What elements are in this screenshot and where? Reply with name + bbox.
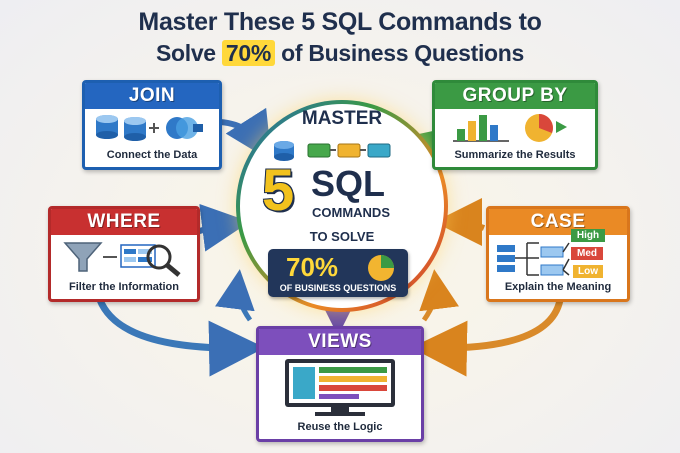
card-group-by-caption: Summarize the Results <box>454 149 576 161</box>
case-label-med: Med <box>571 247 603 260</box>
pie-chart-icon <box>368 255 394 281</box>
title-line-2: Solve 70% of Business Questions <box>0 40 680 67</box>
card-where-title: WHERE <box>51 209 197 235</box>
card-views-caption: Reuse the Logic <box>297 421 383 433</box>
card-case: CASE High Med Low Explain the Meaning <box>486 206 630 302</box>
arrow-case-views <box>411 299 564 377</box>
center-percent: 70% <box>286 252 339 282</box>
arrow-case <box>434 198 486 247</box>
title-highlight: 70% <box>221 40 276 66</box>
case-label-high: High <box>571 229 605 242</box>
card-views: VIEWS Reuse the Logic <box>256 326 424 442</box>
card-join: JOIN Connect the Data <box>82 80 222 170</box>
funnel-icon <box>63 242 181 277</box>
card-join-title: JOIN <box>85 83 219 109</box>
case-label-low: Low <box>573 265 603 278</box>
center-sql: SQL <box>311 163 386 204</box>
title-post: of Business Questions <box>275 40 525 66</box>
card-where-caption: Filter the Information <box>69 281 179 293</box>
center-five: 5 <box>262 158 295 223</box>
center-business-questions: OF BUSINESS QUESTIONS <box>279 283 397 293</box>
center-master-label: MASTER <box>301 108 383 129</box>
database-icon <box>96 115 203 141</box>
title-line-1: Master These 5 SQL Commands to <box>138 8 542 36</box>
arrow-views-center-left <box>215 269 255 322</box>
card-group-by: GROUP BY Summarize the Results <box>432 80 598 170</box>
database-icon <box>274 141 294 161</box>
card-join-caption: Connect the Data <box>106 149 198 161</box>
bar-chart-icon <box>453 114 567 142</box>
card-views-title: VIEWS <box>259 329 421 355</box>
monitor-icon <box>285 359 395 416</box>
card-case-title: CASE <box>489 209 627 235</box>
arrow-views-center-right <box>419 269 459 322</box>
center-badge: 70% OF BUSINESS QUESTIONS <box>268 249 408 297</box>
card-case-caption: Explain the Meaning <box>504 281 612 293</box>
center-commands: COMMANDS <box>312 205 390 220</box>
title-pre: Solve <box>155 40 222 66</box>
center-to-solve: TO SOLVE <box>309 229 375 244</box>
arrow-where-views <box>96 298 265 377</box>
card-group-by-title: GROUP BY <box>435 83 595 109</box>
flowchart-icon <box>497 242 570 276</box>
center-icon-strip <box>274 141 391 161</box>
arrow-where <box>195 203 250 252</box>
card-where: WHERE Filter the Information <box>48 206 200 302</box>
